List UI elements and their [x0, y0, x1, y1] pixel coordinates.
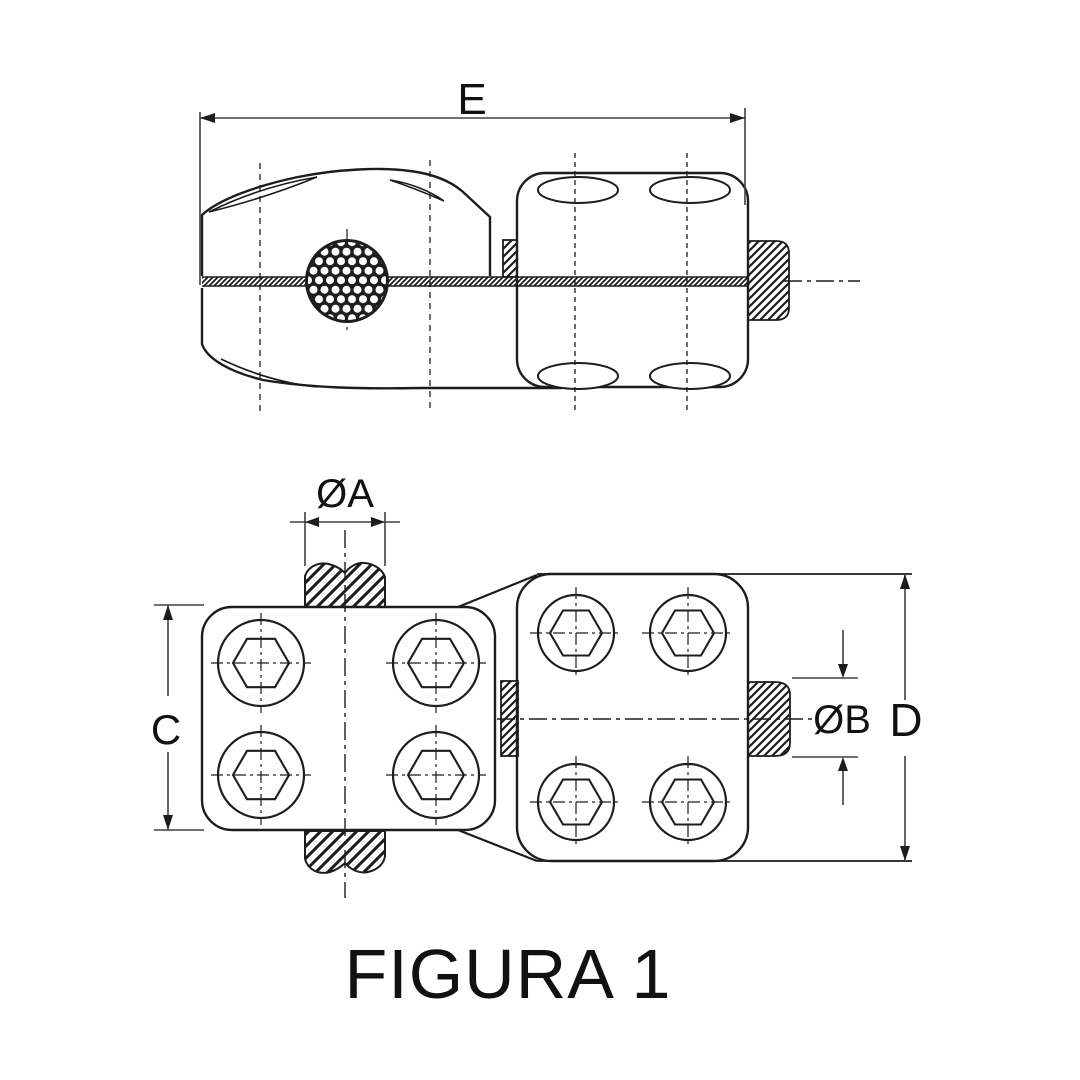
extension-lines — [199, 108, 746, 285]
hex-bolt — [384, 611, 488, 715]
dimension-c: C — [151, 604, 204, 831]
tap-block-edge-lines — [537, 573, 912, 862]
arrowhead — [163, 605, 173, 620]
arrowhead — [838, 757, 848, 771]
dimension-label-oa: ØA — [316, 472, 374, 516]
tap-block-front — [515, 572, 750, 863]
dimension-ob: ØB — [792, 630, 871, 805]
dimension-d: D — [889, 574, 923, 861]
hex-bolt — [384, 723, 488, 827]
conductor-parting-band — [202, 277, 748, 286]
bolt-head-side — [537, 176, 619, 204]
top-view — [200, 153, 860, 412]
main-body-upper-outline — [200, 167, 492, 276]
hex-bolt — [528, 585, 624, 681]
dimension-label-ob: ØB — [813, 698, 871, 742]
main-block-front — [200, 605, 497, 832]
arrowhead — [900, 574, 910, 589]
arrowhead — [900, 846, 910, 861]
bolt-end-side — [747, 240, 790, 321]
hex-bolt — [209, 723, 313, 827]
nut-side — [502, 239, 518, 278]
main-body-lower-outline — [200, 288, 562, 390]
dimension-e: E — [199, 75, 746, 285]
hex-bolt — [640, 585, 736, 681]
chamfer-sliver-top-left — [208, 176, 318, 213]
arrowhead — [730, 113, 745, 123]
bolt-head-side — [649, 362, 731, 390]
hex-bolt — [209, 611, 313, 715]
bolt-head-side — [649, 176, 731, 204]
hex-bolt — [528, 754, 624, 850]
arrowhead — [305, 517, 319, 527]
chamfer-sliver-bottom-left — [220, 358, 318, 388]
arrowhead — [200, 113, 215, 123]
dimension-label-e: E — [457, 75, 486, 124]
main-bolt-axis-lines — [259, 160, 431, 412]
dimension-oa: ØA — [290, 472, 400, 566]
stranded-conductor-section — [305, 229, 389, 333]
extension-lines — [154, 604, 204, 831]
extension-lines — [792, 677, 858, 758]
bolt-head-side — [537, 362, 619, 390]
arrowhead — [838, 664, 848, 678]
tap-bolt-axis-lines — [574, 153, 688, 410]
hex-bolt — [640, 754, 736, 850]
chamfer-sliver-top-right — [389, 179, 445, 202]
extension-lines — [304, 512, 386, 566]
dimension-label-c: C — [151, 706, 181, 753]
parting-band-edges — [202, 276, 748, 287]
figure-caption: FIGURA 1 — [345, 935, 672, 1013]
front-view — [200, 530, 912, 898]
arrowhead — [163, 815, 173, 830]
body-transition-lines — [457, 573, 538, 863]
arrowhead — [371, 517, 385, 527]
dimension-label-d: D — [889, 694, 922, 746]
